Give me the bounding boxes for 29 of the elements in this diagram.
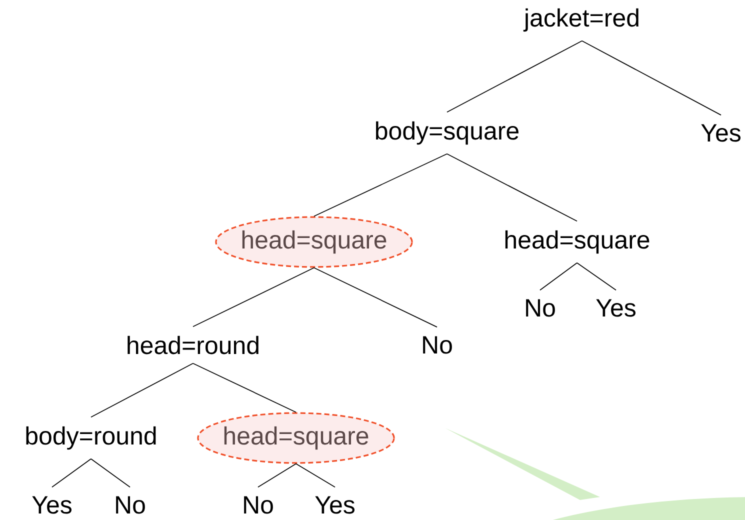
tree-branch bbox=[192, 362, 296, 413]
tree-branch bbox=[192, 267, 314, 328]
tree-branch bbox=[52, 458, 92, 488]
node-label: body=square bbox=[376, 121, 518, 145]
tree-branch bbox=[296, 463, 336, 488]
node-label: No bbox=[526, 299, 555, 317]
tree-branch bbox=[540, 262, 578, 291]
highlighted-node: head=square bbox=[215, 216, 413, 268]
tree-branch bbox=[90, 362, 194, 418]
tree-branch bbox=[582, 40, 722, 116]
node-label: head=round bbox=[128, 336, 258, 354]
node-label: Yes bbox=[315, 496, 354, 514]
tree-branch bbox=[446, 153, 578, 222]
tree-branch bbox=[446, 40, 582, 113]
node-label: No bbox=[423, 336, 452, 354]
node-label: head=square bbox=[505, 230, 650, 254]
tree-branch bbox=[90, 458, 130, 488]
tree-branch bbox=[314, 267, 438, 328]
tree-branch bbox=[314, 153, 448, 217]
node-label: No bbox=[244, 496, 273, 514]
tree-branch bbox=[576, 262, 616, 291]
node-label: Yes bbox=[701, 124, 740, 142]
node-label: body=round bbox=[26, 426, 156, 450]
node-label: No bbox=[116, 496, 145, 514]
node-label: Yes bbox=[32, 496, 72, 514]
node-label: Yes bbox=[596, 299, 636, 317]
node-label: jacket=red bbox=[523, 8, 638, 32]
tree-branch bbox=[258, 463, 296, 488]
highlighted-node: head=square bbox=[197, 412, 395, 464]
